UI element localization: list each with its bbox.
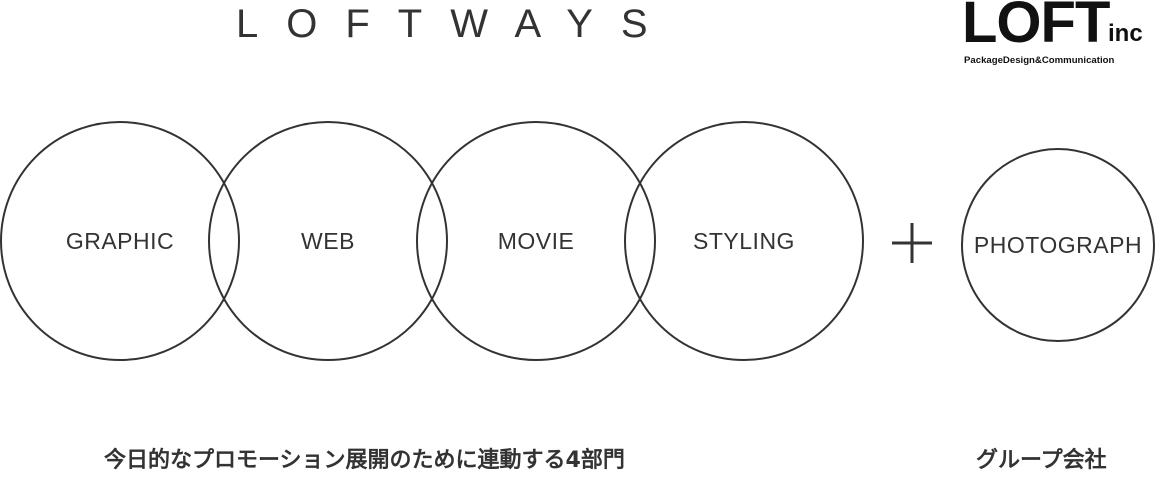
logo-main-text: LOFT xyxy=(962,0,1110,55)
brand-title: LOFTWAYS xyxy=(236,2,676,46)
division-circle-web xyxy=(208,121,448,361)
division-label-styling: STYLING xyxy=(693,228,795,254)
division-circle-styling xyxy=(624,121,864,361)
division-label-movie: MOVIE xyxy=(498,228,575,254)
logo-tagline: PackageDesign&Communication xyxy=(964,55,1115,66)
plus-icon xyxy=(892,223,932,263)
division-label-web: WEB xyxy=(301,228,355,254)
division-circle-movie xyxy=(416,121,656,361)
group-company-circle xyxy=(961,148,1155,342)
division-circle-graphic xyxy=(0,121,240,361)
division-label-graphic: GRAPHIC xyxy=(66,228,174,254)
group-company-caption: グループ会社 xyxy=(976,448,1107,473)
company-logo: LOFT inc PackageDesign&Communication xyxy=(962,0,1158,70)
logo-suffix-text: inc xyxy=(1108,20,1143,47)
divisions-caption: 今日的なプロモーション展開のために連動する4部門 xyxy=(104,448,625,473)
group-company-label: PHOTOGRAPH xyxy=(974,232,1142,258)
